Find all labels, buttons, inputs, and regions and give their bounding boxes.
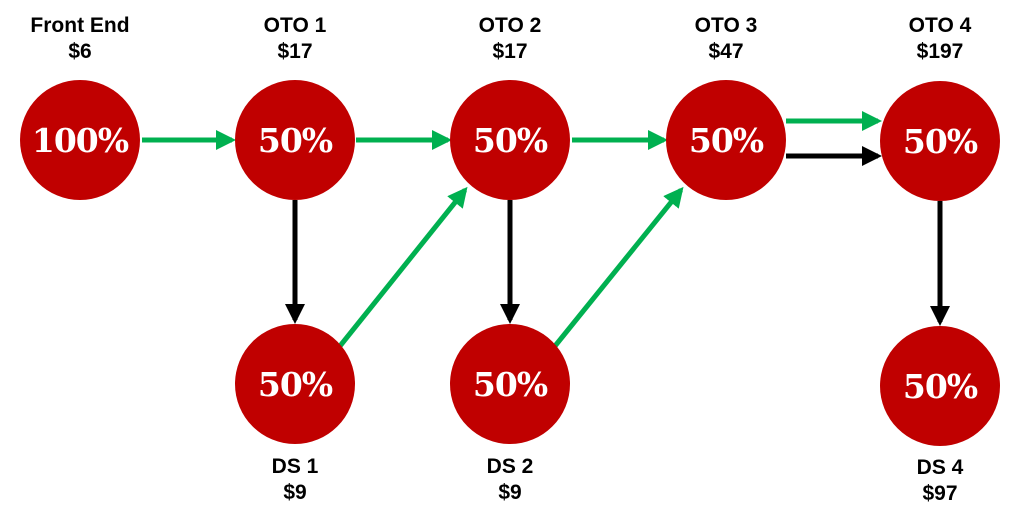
arrow-ds1-to-oto2 bbox=[338, 186, 468, 348]
ds4-title: DS 4 bbox=[916, 456, 964, 479]
ds4-label: DS 4 $97 bbox=[850, 455, 1024, 507]
oto4-title: OTO 4 bbox=[908, 14, 972, 37]
ds1-price: $9 bbox=[283, 481, 307, 504]
front-end-price: $6 bbox=[68, 40, 92, 63]
ds2-label: DS 2 $9 bbox=[420, 454, 600, 506]
front-end-node: 100% bbox=[20, 80, 140, 200]
front-end-title: Front End bbox=[30, 14, 130, 37]
oto3-price: $47 bbox=[708, 40, 744, 63]
oto4-label: OTO 4 $197 bbox=[850, 13, 1024, 65]
ds4-node: 50% bbox=[880, 326, 1000, 446]
oto1-node: 50% bbox=[235, 80, 355, 200]
oto3-title: OTO 3 bbox=[694, 14, 758, 37]
oto2-price: $17 bbox=[492, 40, 528, 63]
arrow-ds2-to-oto3 bbox=[553, 186, 684, 348]
oto4-node: 50% bbox=[880, 81, 1000, 201]
ds1-label: DS 1 $9 bbox=[205, 454, 385, 506]
oto2-label: OTO 2 $17 bbox=[420, 13, 600, 65]
oto2-title: OTO 2 bbox=[478, 14, 542, 37]
oto1-title: OTO 1 bbox=[263, 14, 327, 37]
oto2-node: 50% bbox=[450, 80, 570, 200]
ds4-price: $97 bbox=[922, 482, 958, 505]
ds2-price: $9 bbox=[498, 481, 522, 504]
oto3-label: OTO 3 $47 bbox=[636, 13, 816, 65]
oto3-node: 50% bbox=[666, 80, 786, 200]
ds2-node: 50% bbox=[450, 324, 570, 444]
oto1-label: OTO 1 $17 bbox=[205, 13, 385, 65]
oto4-price: $197 bbox=[916, 40, 964, 63]
oto1-price: $17 bbox=[277, 40, 313, 63]
ds1-node: 50% bbox=[235, 324, 355, 444]
front-end-label: Front End $6 bbox=[0, 13, 170, 65]
ds1-title: DS 1 bbox=[271, 455, 319, 478]
ds2-title: DS 2 bbox=[486, 455, 534, 478]
